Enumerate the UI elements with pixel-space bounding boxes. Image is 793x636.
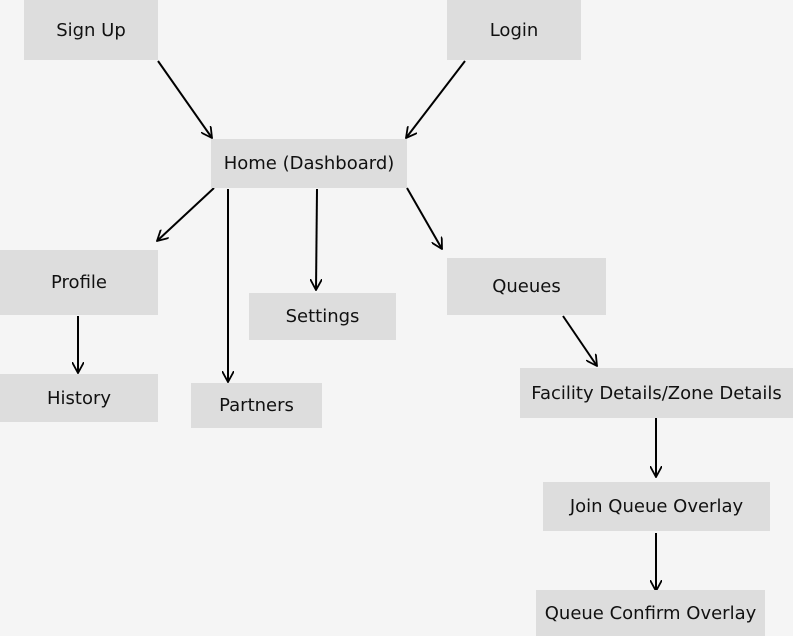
node-join-queue-overlay-label: Join Queue Overlay [569,496,744,517]
node-settings-label: Settings [285,306,360,327]
node-facility-details-label: Facility Details/Zone Details [531,382,782,404]
node-queues[interactable]: Queues [447,258,606,315]
edge-login-home [406,60,466,138]
node-join-queue-overlay[interactable]: Join Queue Overlay [543,482,770,531]
edge-home-queues [406,187,442,249]
node-facility-details[interactable]: Facility Details/Zone Details [520,368,793,418]
node-queue-confirm-overlay-label: Queue Confirm Overlay [544,602,757,624]
node-profile-label: Profile [51,272,107,293]
node-sign-up[interactable]: Sign Up [24,0,158,60]
node-history-label: History [46,387,112,409]
node-history[interactable]: History [0,374,158,422]
node-settings[interactable]: Settings [249,293,396,340]
node-login-label: Login [489,19,539,41]
node-sign-up-label: Sign Up [56,19,126,41]
node-home-dashboard-label: Home (Dashboard) [223,153,395,174]
node-partners-label: Partners [219,395,294,416]
edge-queues-facility [562,315,597,366]
node-queue-confirm-overlay[interactable]: Queue Confirm Overlay [536,590,765,636]
node-login[interactable]: Login [447,0,581,60]
node-partners[interactable]: Partners [191,383,322,428]
edge-signup-home [157,60,212,138]
edge-home-profile [157,187,215,241]
node-profile[interactable]: Profile [0,250,158,315]
node-queues-label: Queues [492,276,561,297]
node-home-dashboard[interactable]: Home (Dashboard) [211,139,407,188]
edge-home-settings [316,188,317,290]
